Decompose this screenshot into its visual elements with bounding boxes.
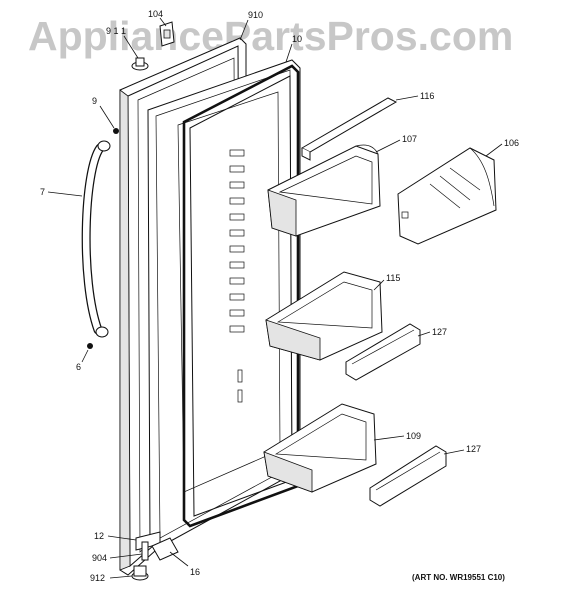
screw-9: [113, 128, 119, 134]
callout-127-upper: 127: [432, 327, 447, 337]
callout-16: 16: [190, 567, 200, 577]
door-bin-109: [263, 403, 377, 493]
art-number: (ART NO. WR19551 C10): [412, 573, 505, 582]
shelf-front-127-lower: [369, 445, 447, 507]
callout-6: 6: [76, 362, 81, 372]
callout-106: 106: [504, 138, 519, 148]
callout-116: 116: [420, 91, 434, 101]
trim-bar-116: [300, 97, 398, 161]
liner-shelf-rails: [229, 149, 245, 403]
callout-910: 910: [248, 10, 263, 20]
callout-127-lower: 127: [466, 444, 481, 454]
callout-107: 107: [402, 134, 417, 144]
door-bin-115: [265, 271, 383, 361]
top-hinge-assembly: [131, 21, 175, 71]
callout-115: 115: [386, 273, 400, 283]
callout-7: 7: [40, 187, 45, 197]
callout-912: 912: [90, 573, 105, 583]
door-bin-107: [267, 144, 381, 237]
callout-10: 10: [292, 34, 302, 44]
screw-6: [87, 343, 93, 349]
callout-labels: 104 9 1 1 910 10 9 7 6 116 107 106 115 1…: [40, 9, 519, 583]
callout-904: 904: [92, 553, 107, 563]
callout-9: 9: [92, 96, 97, 106]
bottom-hinge-assembly: [131, 531, 179, 581]
shelf-front-127-upper: [345, 323, 421, 381]
callout-109: 109: [406, 431, 421, 441]
watermark-text: AppliancePartsPros.com: [28, 13, 513, 59]
callout-12: 12: [94, 531, 104, 541]
callout-911: 9 1 1: [106, 26, 126, 36]
dairy-cover-106: [397, 147, 497, 245]
callout-104: 104: [148, 9, 163, 19]
door-handle: [81, 140, 111, 338]
callout-leaders: [47, 17, 503, 579]
